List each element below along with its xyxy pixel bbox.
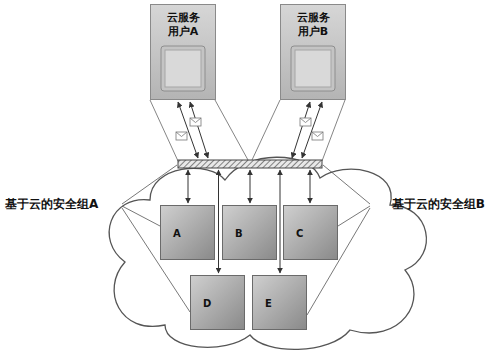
node-label: 云服务 用户B <box>290 11 336 39</box>
node-label: D <box>203 297 211 308</box>
group-leader-lines <box>122 165 370 315</box>
cloud-user-box: 云服务 用户A <box>150 4 216 100</box>
vm-box: D <box>190 275 245 330</box>
gateway-bar <box>178 160 322 168</box>
node-label: B <box>235 227 243 238</box>
server-body <box>161 46 205 91</box>
perspective-lines <box>150 100 345 161</box>
node-label: A <box>173 227 181 238</box>
vm-box: B <box>222 205 277 260</box>
node-label: E <box>265 297 272 308</box>
vm-box: C <box>283 205 338 260</box>
security-group-label: 基于云的安全组A <box>5 196 98 213</box>
cloud-outline <box>109 157 426 349</box>
vm-box: E <box>252 275 307 330</box>
user-traffic-arrows <box>178 102 322 158</box>
node-label: C <box>296 227 303 238</box>
envelope-icons <box>176 118 323 140</box>
security-group-label: 基于云的安全组B <box>392 196 485 213</box>
server-panel <box>165 50 201 87</box>
server-panel <box>295 50 331 87</box>
cloud-user-box: 云服务 用户B <box>280 4 346 100</box>
server-body <box>291 46 335 91</box>
node-label: 云服务 用户A <box>160 11 206 39</box>
vm-box: A <box>160 205 215 260</box>
